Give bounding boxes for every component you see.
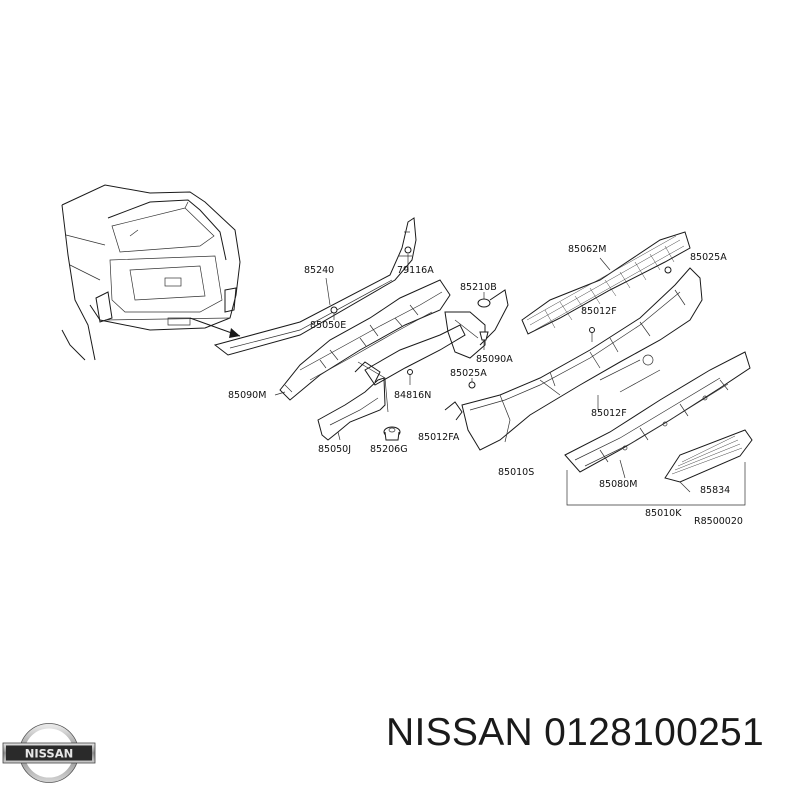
part-85010S-bumper-fascia — [461, 267, 703, 451]
label-85050J: 85050J — [318, 444, 351, 455]
label-85062M: 85062M — [568, 244, 606, 255]
label-85010K: 85010K — [645, 508, 682, 519]
label-85210B: 85210B — [460, 282, 497, 293]
label-85090A: 85090A — [476, 354, 513, 365]
label-85834: 85834 — [700, 485, 730, 496]
part-85010K-leader — [566, 462, 746, 506]
label-85240: 85240 — [304, 265, 334, 276]
nissan-logo: NISSAN — [2, 723, 96, 783]
logo-wordmark: NISSAN — [25, 747, 73, 761]
part-85240-beam — [213, 217, 417, 356]
part-84816N-bracket — [364, 324, 466, 386]
part-85062M-mesh-pad — [521, 231, 691, 335]
part-number-title: NISSAN 0128100251 — [386, 711, 765, 754]
vehicle-rear-illustration — [61, 184, 241, 361]
part-85080M-reinforcement — [564, 351, 751, 479]
label-85080M: 85080M — [599, 479, 637, 490]
label-85090M: 85090M — [228, 390, 266, 401]
label-84816N: 84816N — [394, 390, 431, 401]
label-79116A: 79116A — [397, 265, 434, 276]
label-85050E: 85050E — [310, 320, 346, 331]
label-85012FA: 85012FA — [418, 432, 460, 443]
label-85010S: 85010S — [498, 467, 534, 478]
part-85206G-clip — [383, 426, 401, 441]
part-85050J-bracket — [317, 361, 389, 441]
diagram-reference-code: R8500020 — [694, 516, 743, 527]
part-85210B-85090A-brackets — [444, 289, 509, 421]
label-85025A-right: 85025A — [690, 252, 727, 263]
part-85090M-bracket — [274, 279, 451, 401]
part-85834-step-pad — [664, 429, 753, 493]
label-85025A-left: 85025A — [450, 368, 487, 379]
label-85012F-mid: 85012F — [591, 408, 627, 419]
label-85012F-top: 85012F — [581, 306, 617, 317]
label-85206G: 85206G — [370, 444, 408, 455]
